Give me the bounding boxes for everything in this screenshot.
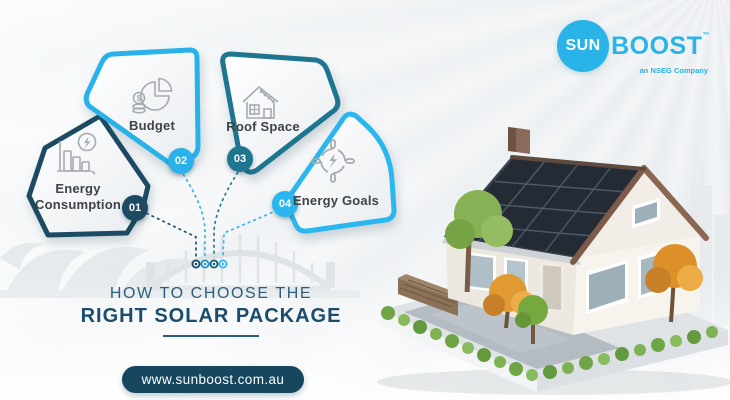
hedge — [381, 306, 718, 381]
house-roof-solar-icon — [242, 85, 279, 119]
step-badge-1: 01 — [122, 195, 148, 221]
target-energy-icon — [311, 139, 355, 183]
website-link[interactable]: www.sunboost.com.au — [122, 366, 304, 393]
step-label-energy-consumption: Energy Consumption — [35, 181, 121, 212]
wedge-energy-goals — [284, 111, 397, 234]
connector-lines — [145, 171, 279, 258]
converge-dots — [191, 259, 228, 269]
small-green-tree — [515, 295, 548, 344]
sun-logo-circle: SUN — [557, 20, 610, 72]
heading-underline — [163, 335, 259, 337]
step-badge-3: 03 — [227, 146, 253, 172]
step-label-budget: Budget — [129, 118, 175, 133]
step-badge-4: 04 — [272, 191, 298, 217]
logo-sun-text: SUN — [565, 37, 601, 54]
step-badge-2: 02 — [168, 148, 194, 174]
step-label-energy-goals: Energy Goals — [292, 193, 380, 208]
trademark-symbol: ™ — [702, 31, 710, 39]
title-line-1: HOW TO CHOOSE THE — [109, 285, 313, 302]
bar-chart-energy-icon — [57, 132, 97, 175]
pie-chart-coins-icon: $ — [132, 77, 173, 114]
orange-tree-right — [645, 244, 703, 323]
step-label-roof-space: Roof Space — [226, 119, 300, 134]
page-title: HOW TO CHOOSE THE RIGHT SOLAR PACKAGE — [58, 285, 364, 337]
svg-text:$: $ — [137, 94, 142, 103]
wedge-roof-space — [220, 51, 341, 175]
solar-house-3d-icon — [377, 127, 730, 395]
sunboost-logo: SUN BOOST™ an NSEG Company — [557, 20, 710, 75]
logo-boost-text: BOOST™ — [611, 31, 710, 60]
title-line-2: RIGHT SOLAR PACKAGE — [80, 305, 342, 327]
green-tree — [445, 190, 513, 292]
wedge-energy-consumption — [26, 113, 151, 238]
logo-tagline: an NSEG Company — [639, 66, 708, 75]
